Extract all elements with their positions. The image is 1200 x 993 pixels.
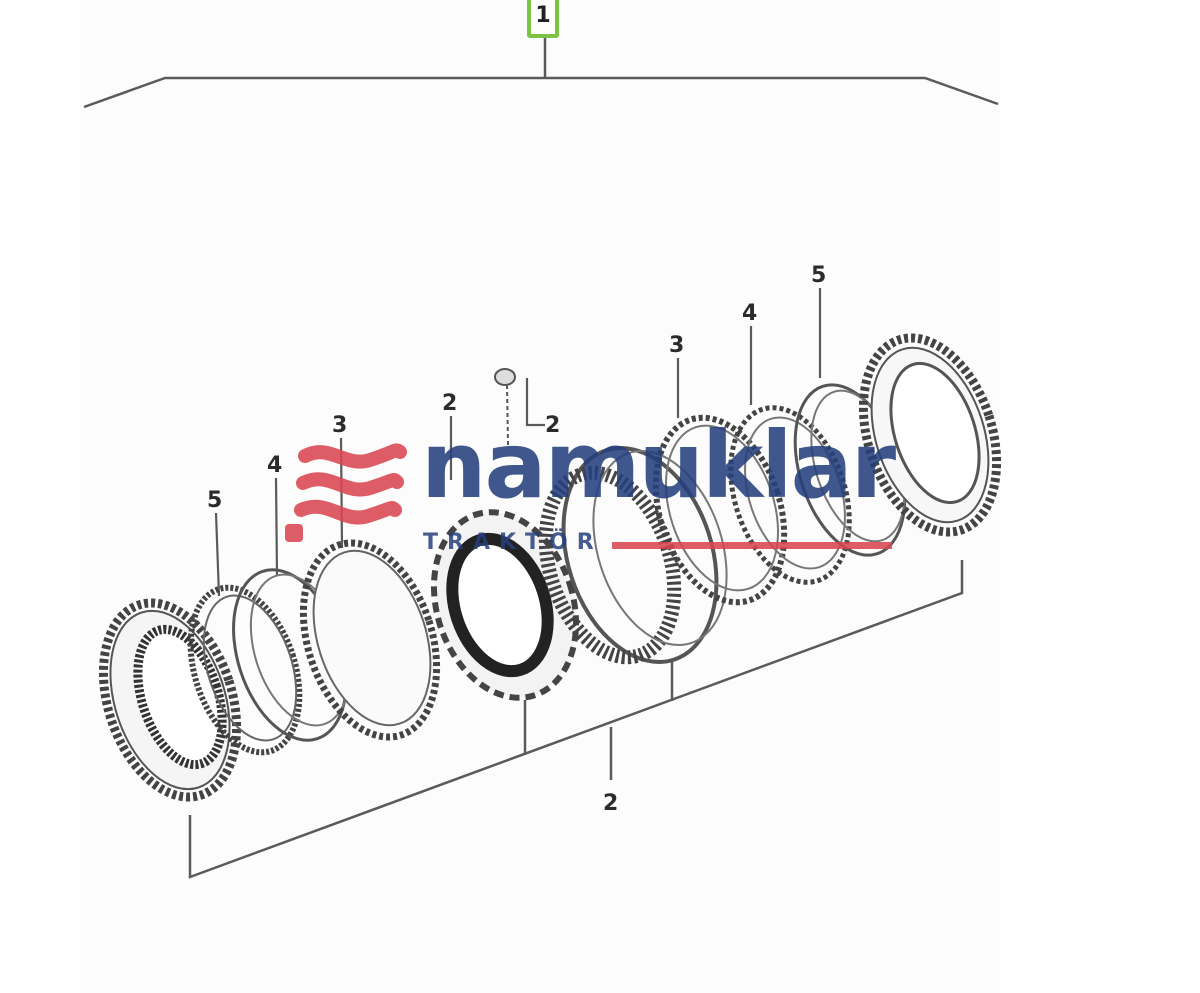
- bolt-part: [494, 368, 516, 446]
- callout-labels: 5 4 3 2 2 3 4 5 2: [207, 263, 826, 816]
- bottom-bracket: [188, 560, 964, 879]
- assembly-bracket: [83, 38, 999, 109]
- right-synchro-ring: [652, 414, 788, 606]
- callout-mid-2b: 2: [545, 413, 560, 438]
- synchro-hub: [430, 509, 580, 701]
- callout-mid-2a: 2: [442, 391, 457, 416]
- right-gear-ring: [858, 333, 1002, 537]
- callout-bottom-2: 2: [603, 791, 618, 816]
- callout-right-4: 4: [742, 301, 757, 326]
- callout-left-4: 4: [267, 453, 282, 478]
- left-gear-ring: [98, 598, 242, 802]
- diagram-background: [80, 0, 1000, 993]
- callout-left-3: 3: [332, 413, 347, 438]
- left-blocker-ring: [187, 584, 303, 756]
- callout-left-5: 5: [207, 488, 222, 513]
- callout-right-3: 3: [669, 333, 684, 358]
- callout-right-5: 5: [811, 263, 826, 288]
- main-assembly-callout[interactable]: 1: [527, 0, 559, 38]
- left-synchro-ring: [299, 539, 441, 741]
- right-blocker-ring: [728, 405, 852, 585]
